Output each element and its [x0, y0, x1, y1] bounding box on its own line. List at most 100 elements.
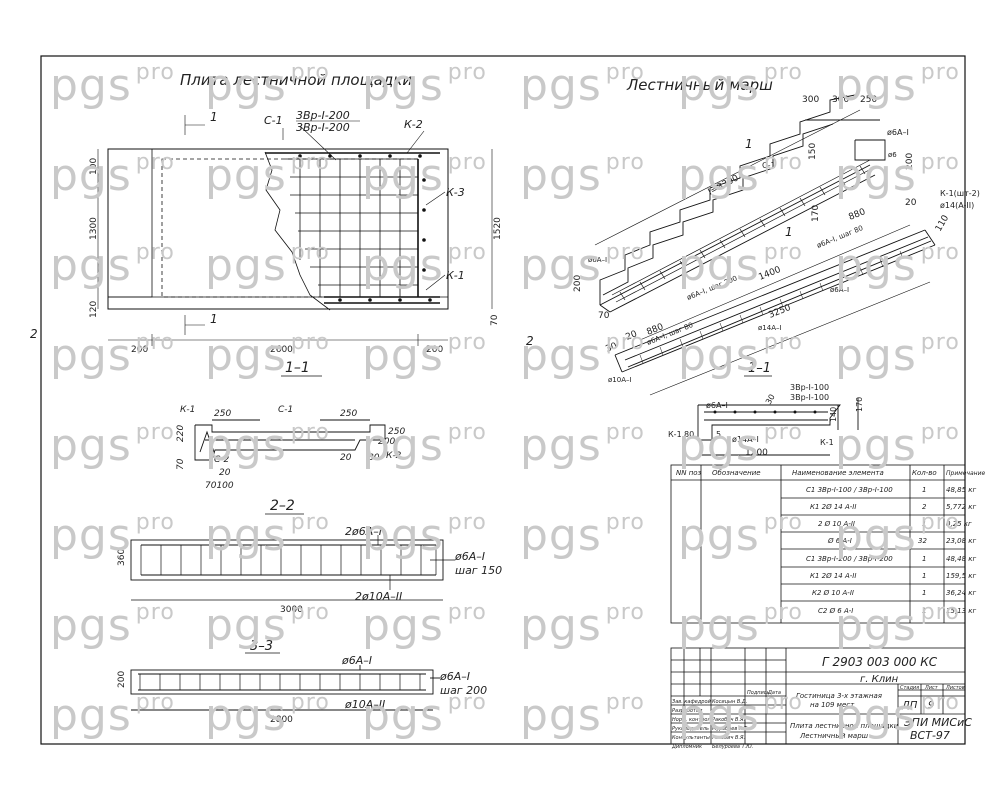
- cut-1-top: 1: [210, 110, 218, 124]
- flight-rebar-cage: [611, 159, 874, 303]
- section-2-2-label: 2–2: [270, 498, 295, 514]
- th-qty: Кол-во: [912, 469, 937, 477]
- row-note: 23,08 кг: [946, 537, 976, 545]
- flight-elevation: [594, 94, 886, 313]
- frame: [40, 55, 966, 745]
- s33-200: 200: [117, 671, 127, 688]
- tb-project2: на 109 мест: [810, 701, 855, 709]
- fl-300b: 300: [832, 95, 849, 105]
- flight-section-dots: [713, 410, 817, 414]
- row-note: 5,772 кг: [946, 503, 976, 511]
- row-qty: 1: [922, 589, 926, 597]
- s33-top: ø6A–I: [341, 654, 372, 667]
- tb-stage-h: Стадия: [900, 685, 919, 691]
- tb-sheet-h: Лист: [924, 685, 939, 691]
- row-qty: 1: [922, 607, 926, 615]
- label-mesh-top: 3Вр-I-200: [296, 109, 350, 122]
- fs-mesh2: 3Вр-I-100: [790, 393, 829, 402]
- row-name: С1 3Вр-I-200 / 3Вр-I-200: [806, 555, 893, 563]
- tb-org2: ВСТ-97: [910, 729, 950, 742]
- row-note: 0,25 кг: [946, 520, 972, 528]
- s22-3000: 3000: [280, 605, 303, 615]
- fl-20b: 20: [624, 329, 639, 343]
- tb-role-name: Ракобич В.Я.: [712, 735, 745, 741]
- tb-org1: ЭПИ МИСиС: [903, 716, 972, 729]
- fl-step80: ø6A–I, шаг 80: [816, 224, 864, 250]
- tb-role: Руководитель: [672, 726, 709, 732]
- row-qty: 1: [922, 555, 926, 563]
- fl-cut1b: 1: [785, 225, 793, 239]
- fl-l3300: l=3300: [707, 173, 741, 197]
- row-name: К2 Ø 10 А-II: [812, 589, 854, 597]
- th-note: Примечание: [946, 470, 985, 477]
- row-name: 2 Ø 10 А-II: [818, 520, 855, 528]
- tb-code: Г 2903 003 000 КС: [822, 655, 938, 669]
- tb-role: Норм. контроль: [672, 717, 714, 723]
- label-c1: С-1: [264, 114, 283, 127]
- s22-360: 360: [117, 549, 127, 566]
- s11-c2: С-2: [214, 455, 230, 465]
- row-note: 48,48 кг: [946, 555, 976, 563]
- s11-70: 70: [176, 458, 186, 470]
- th-name: Наименование элемента: [792, 469, 884, 477]
- s11-70100: 70100: [205, 481, 234, 491]
- fs-30: 30: [764, 393, 777, 406]
- flight-slab-ticks: [639, 250, 904, 364]
- dim-1300: 1300: [89, 217, 99, 240]
- tb-project1: Гостиница 3-х этажная: [796, 692, 882, 700]
- flight-section-drawing: [697, 398, 859, 456]
- row-note: 159,5 кг: [946, 572, 976, 580]
- row-qty: 32: [918, 537, 927, 545]
- row-name: Ø 6 А-I: [827, 537, 852, 545]
- fl-phi14: ø14(A-II): [940, 201, 974, 210]
- fl-200: 200: [905, 153, 915, 170]
- tb-role-name: Косицын В.Д.: [712, 699, 747, 705]
- title-flight: Лестничный марш: [626, 76, 773, 94]
- tb-sheet-name2: Лестничный марш: [799, 732, 869, 740]
- s11-c1: С-1: [278, 405, 293, 415]
- tb-city: г. Клин: [860, 674, 899, 685]
- s11-200: 200: [378, 437, 395, 447]
- fl-phi10: ø10A–I: [608, 376, 632, 384]
- s22-top: 2ø6A–I: [345, 525, 382, 538]
- fl-170: 170: [811, 205, 821, 222]
- fl-150: 150: [808, 143, 818, 160]
- fl-c1: С-1: [762, 161, 776, 170]
- s33-right1: ø6A–I: [439, 670, 470, 683]
- tb-role: Консультанты: [672, 735, 710, 741]
- tb-stage: ДП: [901, 700, 918, 711]
- label-k2: К-2: [404, 118, 423, 131]
- s11-k2: К-2: [386, 451, 402, 461]
- row-qty: 2: [922, 503, 927, 511]
- s11-250a: 250: [214, 409, 231, 419]
- fs-5: 5: [716, 430, 721, 439]
- dim-70: 70: [490, 314, 500, 326]
- dim-200a: 200: [131, 345, 148, 355]
- row-name: С2 Ø 6 А-I: [818, 607, 853, 615]
- landing-dims: [97, 115, 493, 346]
- fs-k1: К-1: [668, 430, 682, 439]
- fl-1400: 1400: [757, 265, 782, 283]
- fs-phi6: ø6A–I: [706, 401, 728, 410]
- tb-role: Дипломник: [671, 744, 702, 750]
- fl-step200: ø6A–I, шаг 200: [686, 274, 739, 301]
- cut-2-left: 2: [30, 327, 38, 341]
- dim-120: 120: [89, 301, 99, 318]
- row-qty: 1: [922, 486, 926, 494]
- row-name: К1 2Ø 14 А-II: [810, 503, 856, 511]
- dim-200b: 200: [426, 345, 443, 355]
- fl-phi14b: ø14A–I: [758, 324, 782, 332]
- section-3-3-drawing: [130, 665, 440, 711]
- fl-20: 20: [905, 198, 917, 208]
- row-note: 48,85 кг: [946, 486, 976, 494]
- fl-phi6c: ø6A–I: [830, 286, 849, 294]
- tb-sheets-h: Листов: [945, 685, 965, 691]
- row-note: 15,13 кг: [946, 607, 976, 615]
- landing-rebar-dots: [298, 154, 432, 302]
- s11-250b: 250: [340, 409, 357, 419]
- s11-k1: К-1: [180, 405, 195, 415]
- fl-30: 30: [604, 341, 619, 355]
- section-2-2-stirrups: [131, 535, 455, 601]
